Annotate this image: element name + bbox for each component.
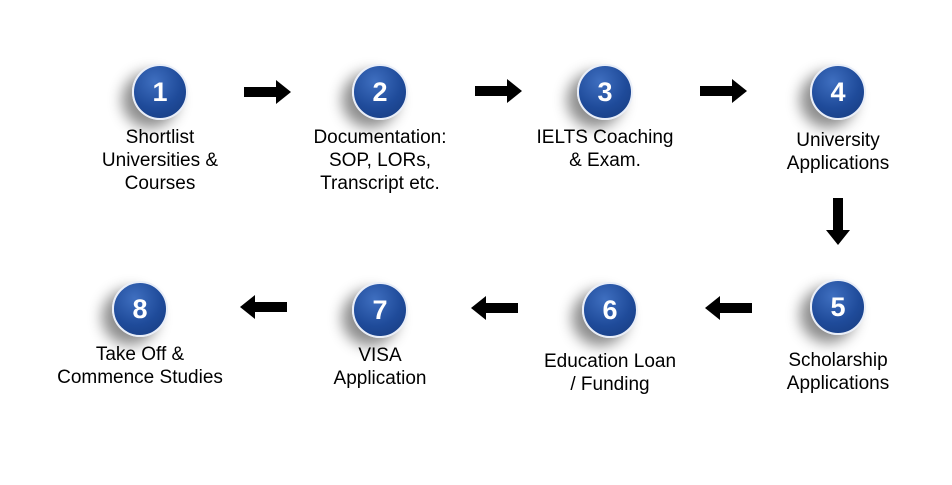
step-6: 6 Education Loan / Funding	[500, 282, 720, 396]
step-number-badge: 3	[577, 64, 633, 120]
arrow-down-icon	[826, 198, 850, 245]
step-number-badge: 8	[112, 281, 168, 337]
step-number-badge: 1	[132, 64, 188, 120]
arrow-left-icon	[705, 296, 752, 320]
arrow-right-icon	[700, 79, 747, 103]
step-number-badge: 6	[582, 282, 638, 338]
step-2: 2 Documentation: SOP, LORs, Transcript e…	[270, 64, 490, 195]
step-1: 1 Shortlist Universities & Courses	[50, 64, 270, 195]
step-label: IELTS Coaching & Exam.	[536, 127, 674, 171]
step-label: VISA Application	[333, 345, 427, 389]
step-label: University Applications	[786, 130, 890, 174]
arrow-left-icon	[471, 296, 518, 320]
arrow-right-icon	[244, 80, 291, 104]
step-7: 7 VISA Application	[270, 282, 490, 390]
step-label: Scholarship Applications	[786, 350, 890, 394]
step-label: Shortlist Universities & Courses	[101, 127, 219, 194]
step-label: Documentation: SOP, LORs, Transcript etc…	[313, 127, 447, 194]
step-3: 3 IELTS Coaching & Exam.	[495, 64, 715, 172]
arrow-left-icon	[240, 295, 287, 319]
step-number-badge: 4	[810, 64, 866, 120]
step-number-badge: 5	[810, 279, 866, 335]
step-label: Education Loan / Funding	[543, 351, 677, 395]
step-8: 8 Take Off & Commence Studies	[30, 281, 250, 389]
arrow-right-icon	[475, 79, 522, 103]
step-number-badge: 7	[352, 282, 408, 338]
step-number-badge: 2	[352, 64, 408, 120]
step-4: 4 University Applications	[728, 64, 948, 175]
step-5: 5 Scholarship Applications	[728, 279, 948, 395]
step-label: Take Off & Commence Studies	[57, 344, 223, 388]
